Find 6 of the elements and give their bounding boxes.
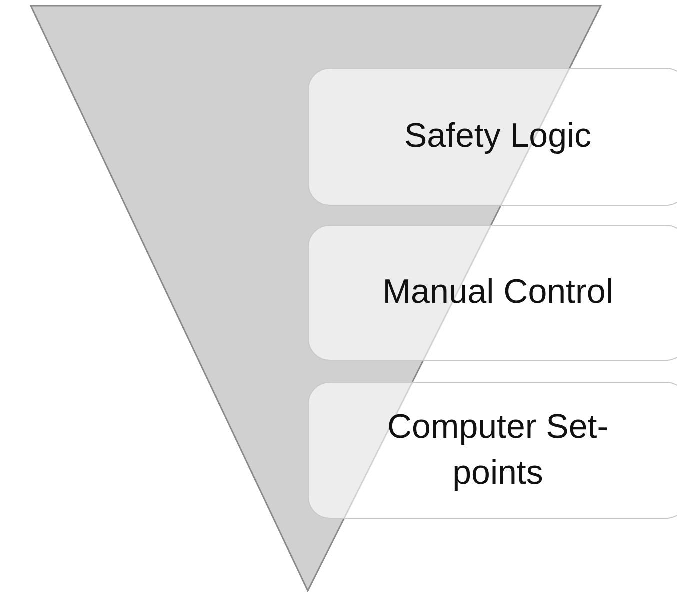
- layer-box: [308, 68, 677, 206]
- layer-label: Computer Set-points: [386, 406, 610, 494]
- layer-label: Manual Control: [382, 272, 614, 314]
- layer-label: Safety Logic: [403, 116, 593, 158]
- layer-box: [308, 225, 677, 361]
- layer-box: [308, 382, 677, 519]
